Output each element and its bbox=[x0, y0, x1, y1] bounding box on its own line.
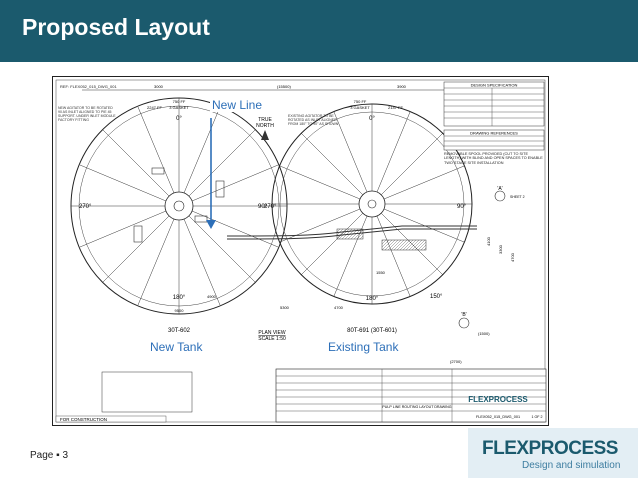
design-spec-table bbox=[443, 81, 545, 127]
true-north-label-1: TRUE bbox=[258, 117, 272, 123]
page-indicator: Page ▪ 3 bbox=[30, 450, 68, 461]
dim-top-left: 3000 bbox=[154, 84, 164, 89]
dim-right-2: 3300 bbox=[498, 244, 503, 254]
engineering-drawing: REF: FLEX052_015_DWG_001 3000 (15500) 39… bbox=[52, 76, 549, 426]
left-tank-angle-top: 0° bbox=[176, 116, 182, 122]
dim-top-right: 3900 bbox=[397, 84, 407, 89]
right-tank-angle-left: 270° bbox=[264, 204, 277, 210]
section-a-sheet: SHEET 2 bbox=[510, 195, 525, 199]
left-tank-angle-right: 90° bbox=[258, 204, 268, 210]
logo-tagline: Design and simulation bbox=[522, 460, 621, 471]
true-north-label-2: NORTH bbox=[256, 123, 274, 129]
right-tank-angle-right: 90° bbox=[457, 204, 467, 210]
dim-bottom-right: (2700) bbox=[450, 359, 462, 364]
drawing-refs-table bbox=[443, 129, 545, 151]
right-tank-angle-bottom: 180° bbox=[366, 296, 379, 302]
design-spec-title: DESIGN SPECIFICATION bbox=[471, 83, 518, 88]
title-block bbox=[275, 368, 547, 423]
existing-tank-drawing bbox=[226, 103, 477, 305]
flexprocess-logo: FLEXPROCESS Design and simulation bbox=[468, 428, 638, 478]
left-tank-note: NEW AGITATOR TO BE ROTATED 90 AS INLET A… bbox=[58, 106, 116, 122]
page-bullet: ▪ bbox=[56, 450, 60, 461]
plan-view-label: PLAN VIEW bbox=[258, 330, 286, 336]
existing-tank-callout: Existing Tank bbox=[326, 340, 401, 354]
drawing-refs-title: DRAWING REFERENCES bbox=[470, 131, 518, 136]
dim-right-1: 4100 bbox=[486, 236, 491, 246]
right-tank-dim-a: 1550 bbox=[376, 270, 386, 275]
title-block-dwg-no: FLEX052_015_DWG_001 bbox=[476, 415, 520, 419]
section-b-label: 'B' bbox=[461, 312, 466, 318]
new-tank-drawing bbox=[70, 97, 288, 315]
scale-label: SCALE 1:50 bbox=[258, 336, 286, 342]
right-tank-ff: 2147 FF bbox=[388, 105, 403, 110]
logo-name: FLEXPROCESS bbox=[482, 438, 618, 459]
left-tank-elev: 750 FF bbox=[173, 99, 186, 104]
title-block-company: FLEXPROCESS bbox=[468, 395, 528, 404]
for-construction-label: FOR CONSTRUCTION bbox=[60, 417, 107, 422]
location-key bbox=[101, 371, 193, 413]
drawing-ref: REF: FLEX052_015_DWG_001 bbox=[60, 84, 117, 89]
right-tank-elev: 750 FF bbox=[354, 99, 367, 104]
title-block-title: PULP LINE ROUTING LAYOUT DRAWING bbox=[382, 405, 451, 409]
dim-small: (1500) bbox=[478, 331, 490, 336]
dim-top-mid: (15500) bbox=[277, 84, 291, 89]
left-tank-id: 30T-602 bbox=[168, 328, 191, 334]
left-tank-dim-b: 4900 bbox=[207, 294, 217, 299]
spool-note: REMOVABLE SPOOL PROVIDED (CUT TO SITE LE… bbox=[444, 152, 543, 165]
right-tank-angle-top: 0° bbox=[369, 116, 375, 122]
right-tank-note: EXISTING AGITATOR TO BE ROTATED AS INLET… bbox=[288, 114, 339, 126]
title-block-sheet: 1 OF 2 bbox=[532, 415, 543, 419]
right-tank-angle-150: 150° bbox=[430, 294, 443, 300]
left-tank-angle-left: 270° bbox=[79, 204, 92, 210]
left-tank-angle-bottom: 180° bbox=[173, 295, 186, 301]
left-tank-ff: 2247 FF bbox=[147, 105, 162, 110]
section-a-label: 'A' bbox=[497, 186, 502, 192]
new-tank-callout: New Tank bbox=[148, 340, 205, 354]
left-tank-gasket: 3 GASKET bbox=[169, 105, 189, 110]
left-tank-dim-c: 5300 bbox=[280, 305, 290, 310]
left-tank-dim-a: 9500 bbox=[175, 308, 185, 313]
north-arrow-icon bbox=[261, 130, 269, 140]
right-tank-dim-b: 4700 bbox=[334, 305, 344, 310]
slide-title: Proposed Layout bbox=[22, 14, 210, 40]
page-label: Page bbox=[30, 450, 54, 461]
right-tank-gasket: 3 GASKET bbox=[350, 105, 370, 110]
dim-right-3: 4700 bbox=[510, 252, 515, 262]
page-number: 3 bbox=[62, 450, 69, 461]
slide-header: Proposed Layout bbox=[0, 0, 638, 62]
new-line-callout: New Line bbox=[210, 98, 265, 112]
right-tank-id: 80T-691 (30T-601) bbox=[347, 328, 397, 334]
